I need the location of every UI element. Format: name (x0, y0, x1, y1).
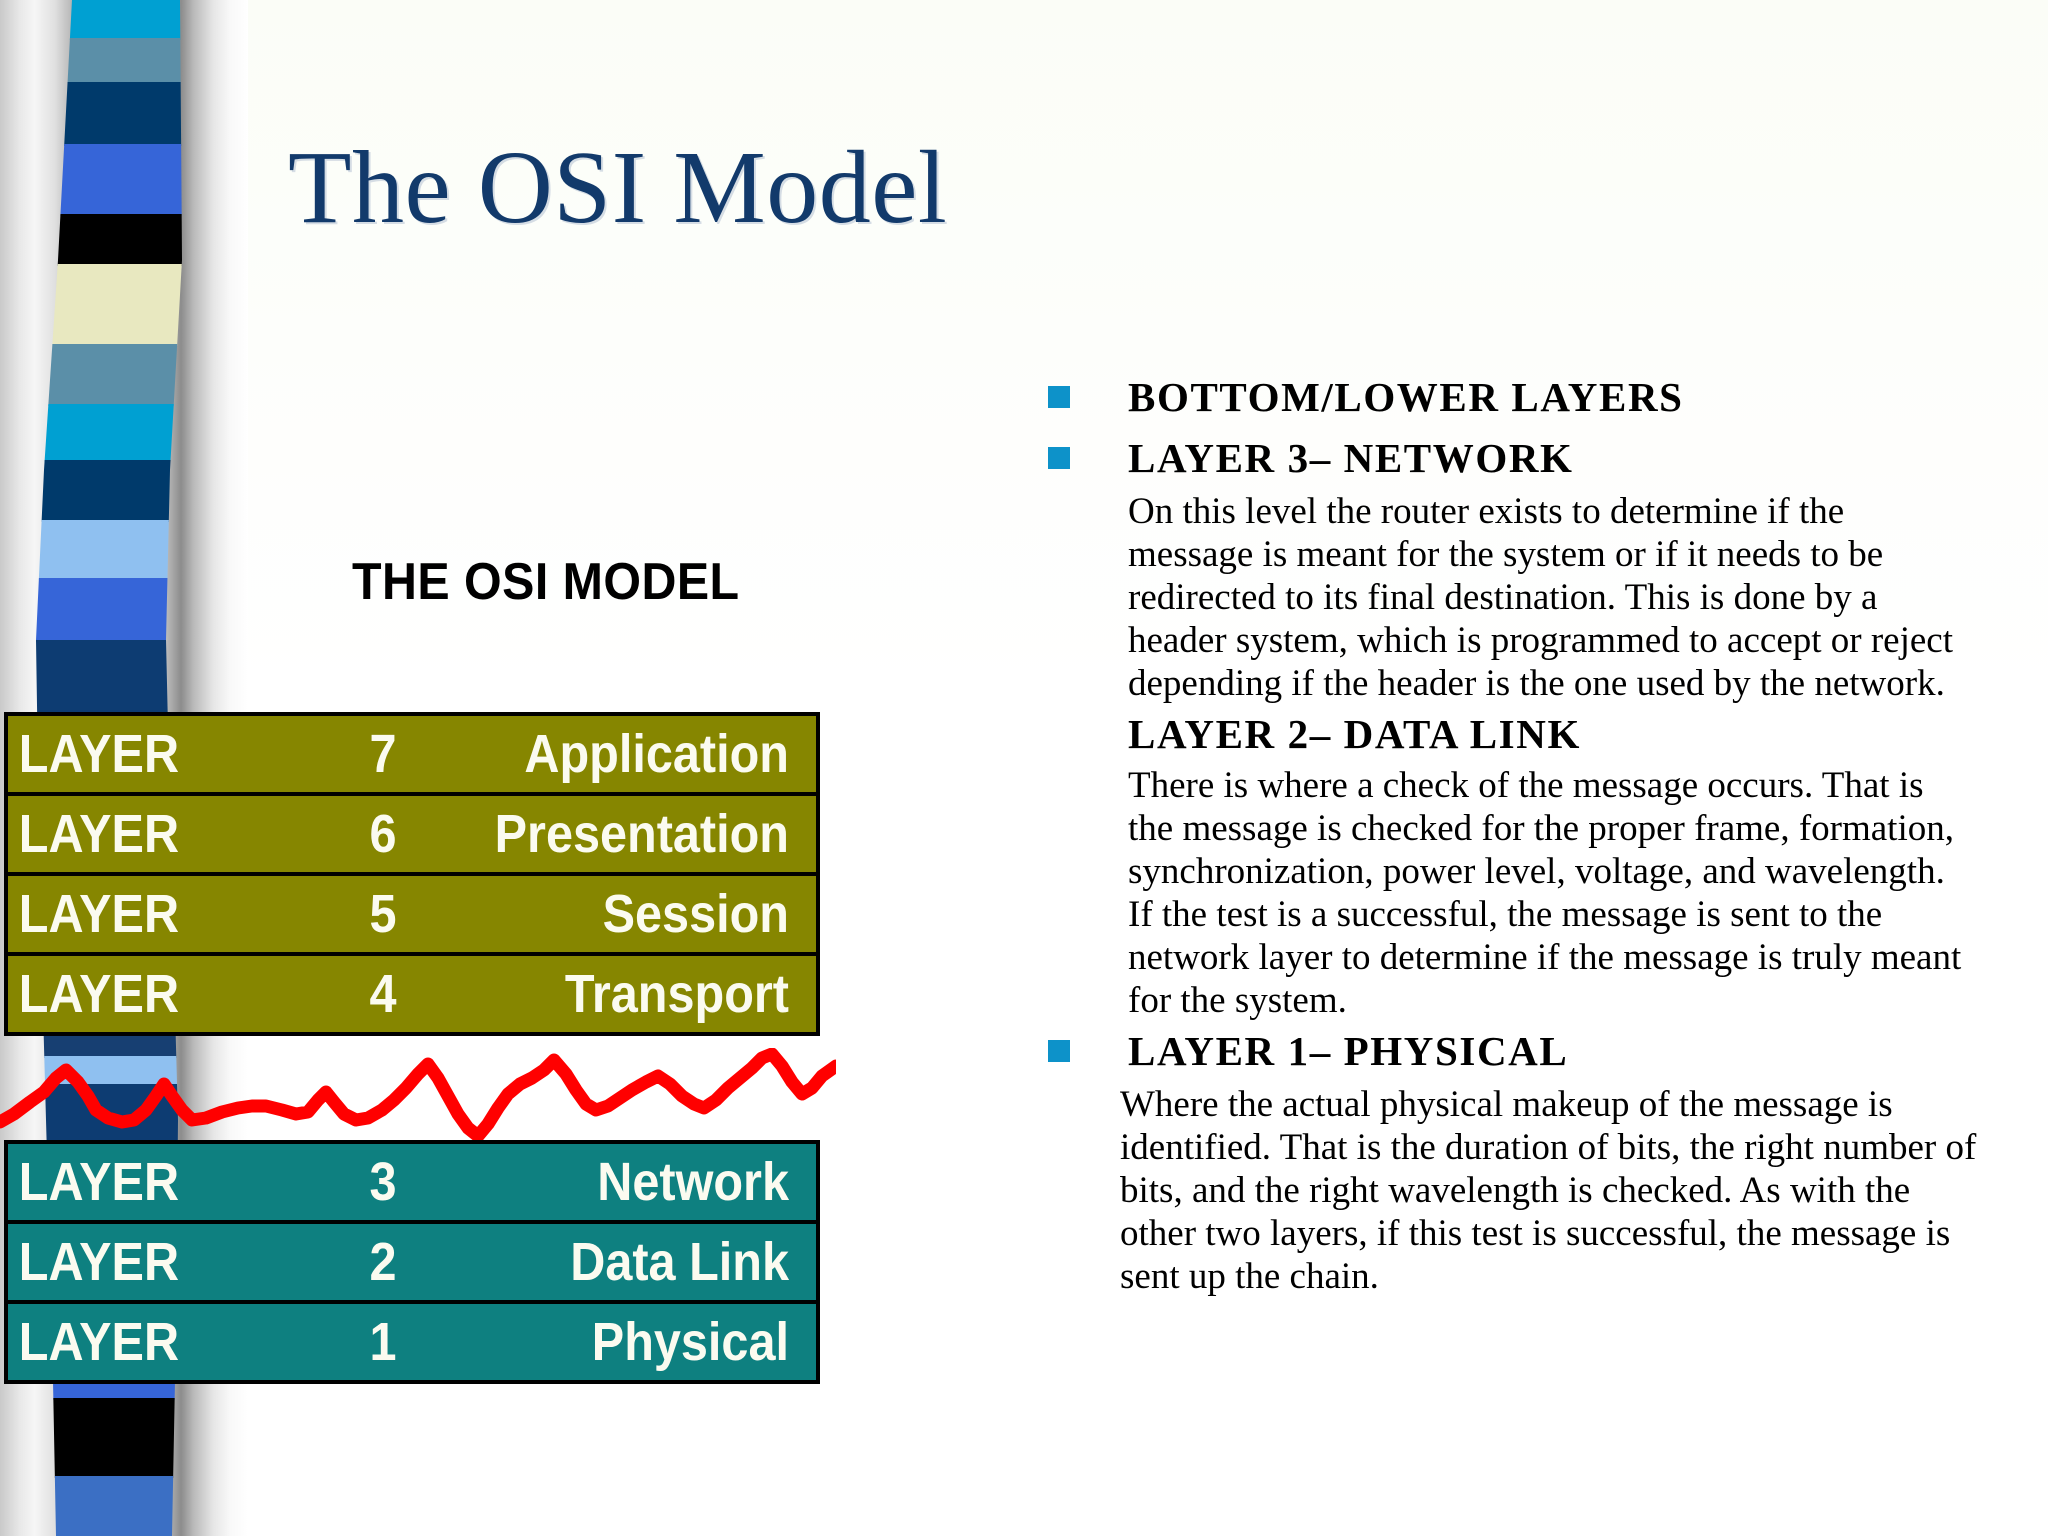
layer-name: Application (524, 724, 789, 784)
paragraph-layer-3: On this level the router exists to deter… (1128, 491, 1953, 704)
table-row: LAYER 7 Application (4, 712, 820, 796)
table-row: LAYER 1 Physical (4, 1300, 820, 1384)
square-bullet-icon (1048, 386, 1070, 408)
table-row: LAYER 5 Session (4, 872, 820, 956)
layer-word: LAYER (18, 1232, 180, 1292)
bullet-item-bottom-lower-layers: BOTTOM/LOWER LAYERS (1048, 368, 1978, 427)
layer-word: LAYER (18, 724, 180, 784)
layer-name: Presentation (494, 804, 789, 864)
layer-word: LAYER (18, 1152, 180, 1212)
square-bullet-icon (1048, 447, 1070, 469)
layer-name: Transport (564, 964, 789, 1024)
layer-word: LAYER (18, 884, 180, 944)
right-content-column: BOTTOM/LOWER LAYERS LAYER 3– NETWORK On … (1048, 368, 1978, 1298)
layer-number: 3 (369, 1152, 397, 1212)
page-title: The OSI Model (288, 130, 948, 245)
table-row: LAYER 4 Transport (4, 952, 820, 1036)
layer-name: Physical (591, 1312, 789, 1372)
paragraph-layer-1: Where the actual physical makeup of the … (1120, 1084, 1977, 1297)
paragraph-layer-2: There is where a check of the message oc… (1128, 765, 1962, 1021)
heading-layer-2-data-link: LAYER 2– DATA LINK (1128, 711, 1581, 757)
layer-name: Network (597, 1152, 789, 1212)
layer-number: 1 (369, 1312, 397, 1372)
layer-word: LAYER (18, 804, 180, 864)
layer-name: Session (602, 884, 789, 944)
layer-number: 4 (369, 964, 397, 1024)
bullet-item-layer-3-network: LAYER 3– NETWORK (1048, 429, 1978, 488)
osi-table-heading: THE OSI MODEL (352, 553, 740, 611)
osi-upper-layers-table: LAYER 7 Application LAYER 6 Presentation… (4, 712, 820, 1036)
layer-name: Data Link (570, 1232, 789, 1292)
layer-number: 5 (369, 884, 397, 944)
table-row: LAYER 6 Presentation (4, 792, 820, 876)
table-row: LAYER 2 Data Link (4, 1220, 820, 1304)
bullet-label: LAYER 3– NETWORK (1128, 435, 1574, 481)
layer-number: 2 (369, 1232, 397, 1292)
layer-word: LAYER (18, 1312, 180, 1372)
bullet-label: LAYER 1– PHYSICAL (1128, 1028, 1569, 1074)
bullet-label: BOTTOM/LOWER LAYERS (1128, 374, 1684, 420)
osi-lower-layers-table: LAYER 3 Network LAYER 2 Data Link LAYER … (4, 1140, 820, 1384)
layer-word: LAYER (18, 964, 180, 1024)
square-bullet-icon (1048, 1040, 1070, 1062)
layer-number: 7 (369, 724, 397, 784)
bullet-item-layer-1-physical: LAYER 1– PHYSICAL (1048, 1022, 1978, 1081)
table-row: LAYER 3 Network (4, 1140, 820, 1224)
layer-number: 6 (369, 804, 397, 864)
